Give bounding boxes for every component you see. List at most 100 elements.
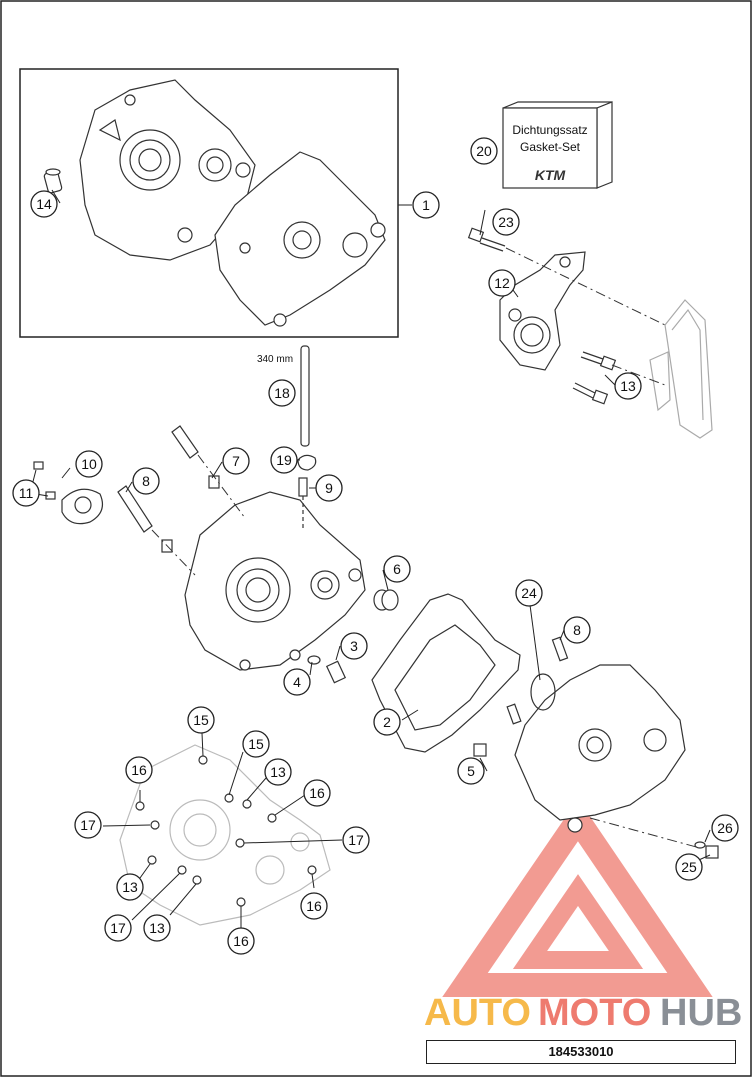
o-ring-24-drawing [530,673,556,711]
callout-number: 18 [274,385,290,401]
callout-number: 10 [81,456,97,472]
callout-14: 14 [30,190,58,218]
callout-circle [132,467,160,495]
leader-dash-25 [589,817,701,849]
screws-11-drawing [33,461,56,500]
watermark-hub: HUB [660,992,742,1034]
callout-circle [268,379,296,407]
watermark-text: AUTO MOTO HUB [424,992,742,1034]
callout-circle [143,914,171,942]
callout-circle [563,616,591,644]
callout-15: 15 [187,706,215,734]
callout-circle [104,914,132,942]
callout-number: 17 [80,817,96,833]
callout-11: 11 [12,479,40,507]
callout-number: 26 [717,820,733,836]
callout-13: 13 [116,873,144,901]
callout-circle [270,446,298,474]
callout-circle [315,474,343,502]
callout-number: 13 [270,764,286,780]
callout-number: 20 [476,143,492,159]
screw-25-drawing [694,841,719,859]
callout-number: 2 [383,714,391,730]
callout-number: 9 [325,480,333,496]
gasket-set-line2: Gasket-Set [520,140,581,154]
leader-lines [29,189,711,928]
callout-circle [470,137,498,165]
callout-circle [303,779,331,807]
crankcase-right-lower-drawing [514,664,686,833]
callout-circle [125,756,153,784]
drawing-number: 184533010 [426,1040,736,1064]
caliper-bracket-drawing [499,251,586,371]
callout-number: 3 [350,638,358,654]
callout-circle [675,853,703,881]
callout-number: 8 [142,473,150,489]
callout-6: 6 [383,555,411,583]
stud-8-drawing [117,485,173,553]
leader-dash-7 [197,454,246,519]
callout-9: 9 [315,474,343,502]
leader-dash-13 [611,364,666,386]
callout-number: 15 [248,736,264,752]
callout-17: 17 [74,811,102,839]
callout-number: 16 [306,898,322,914]
callout-circle [457,757,485,785]
hose-drawing [297,345,317,471]
callout-13: 13 [143,914,171,942]
callout-13: 13 [614,372,642,400]
callout-circle [492,208,520,236]
hose-length-label: 340 mm [257,354,293,365]
callout-3: 3 [340,632,368,660]
callout-number: 8 [573,622,581,638]
callout-circle [283,668,311,696]
callout-circle [488,269,516,297]
callout-number: 25 [681,859,697,875]
cover-plate-10-drawing [61,488,103,525]
callout-circle [383,555,411,583]
callout-circle [116,873,144,901]
callout-circle [342,826,370,854]
watermark-moto: MOTO [538,992,651,1034]
callout-number: 13 [620,378,636,394]
fork-leg-drawing [649,299,713,439]
crankcase-right-half-drawing [214,151,386,327]
callout-number: 1 [422,197,430,213]
crankcase-left-half-drawing [79,79,256,261]
gasket-2-drawing [371,593,521,753]
callout-circle [74,811,102,839]
callout-layer: 1234567889101112131313131415151616161617… [12,137,739,955]
callout-number: 13 [149,920,165,936]
callout-circle [515,579,543,607]
callout-circle [711,814,739,842]
fitting-9-drawing [298,477,308,530]
callout-16: 16 [125,756,153,784]
callout-25: 25 [675,853,703,881]
callout-24: 24 [515,579,543,607]
callout-number: 16 [309,785,325,801]
plug-3-drawing [307,655,347,684]
crankcase-set-frame [19,68,399,338]
callout-16: 16 [227,927,255,955]
callout-8: 8 [132,467,160,495]
gasket-set-line1: Dichtungssatz [512,123,587,137]
callout-1: 1 [412,191,440,219]
callout-number: 17 [348,832,364,848]
callout-8: 8 [563,616,591,644]
callout-number: 13 [122,879,138,895]
callout-circle [227,927,255,955]
callout-15: 15 [242,730,270,758]
callout-13: 13 [264,758,292,786]
gasket-set-box: Dichtungssatz Gasket-Set KTM [502,101,613,189]
callout-17: 17 [104,914,132,942]
ktm-logo: KTM [535,167,566,183]
callout-number: 4 [293,674,301,690]
callout-7: 7 [222,447,250,475]
bolt-13-upper-drawing [572,351,617,405]
watermark-auto: AUTO [424,992,531,1034]
watermark-logo [442,798,713,997]
callout-circle [373,708,401,736]
callout-circle [30,190,58,218]
